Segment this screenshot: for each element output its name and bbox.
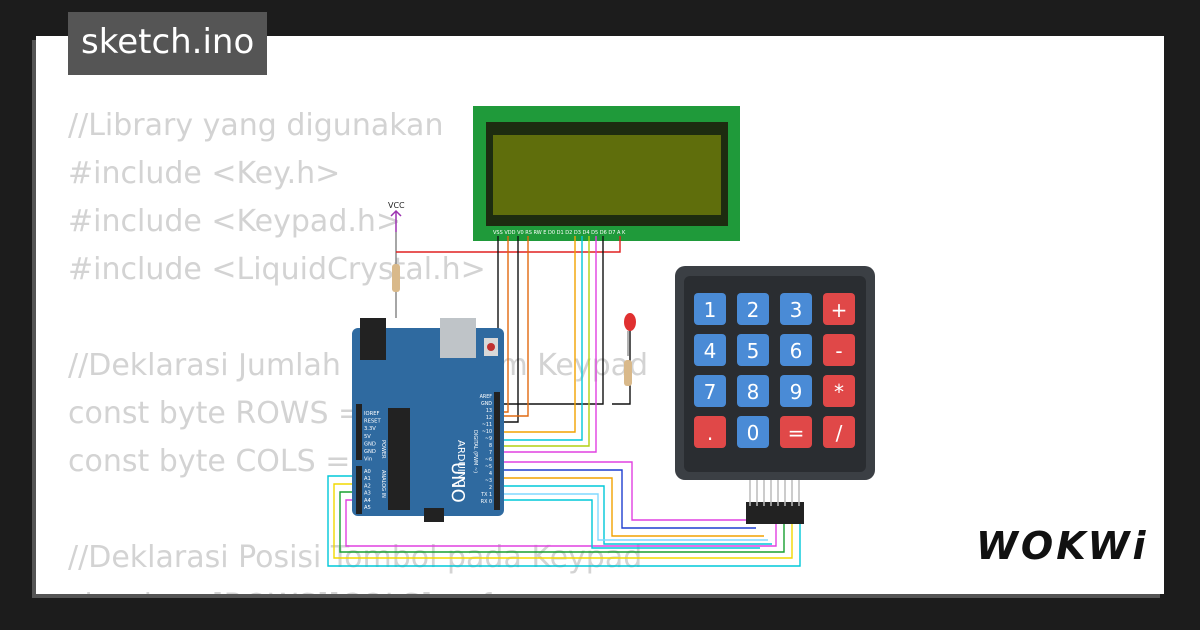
keypad-key-label: . — [707, 421, 713, 445]
vcc-label: VCC — [388, 201, 405, 210]
arduino-analog-pin-label: A4 — [364, 498, 372, 504]
led — [624, 313, 636, 386]
keypad-key: 6 — [780, 334, 812, 366]
arduino-pin-label: IOREF — [364, 411, 379, 417]
keypad-key-label: 5 — [747, 339, 760, 363]
keypad-key: / — [823, 416, 855, 448]
arduino-power-label: POWER — [380, 440, 386, 459]
atmega-chip — [388, 408, 410, 510]
arduino-analog-pin-label: A2 — [364, 483, 371, 489]
arduino-pin-label: Vin — [364, 457, 372, 463]
arduino-digital-pin-label: TX 1 — [480, 492, 492, 498]
keypad-key: 4 — [694, 334, 726, 366]
arduino-analog-pin-label: A5 — [364, 505, 371, 511]
keypad-key: 5 — [737, 334, 769, 366]
keypad-key-label: = — [788, 421, 805, 445]
keypad-key: . — [694, 416, 726, 448]
arduino-analog-pin-label: A3 — [364, 491, 371, 497]
keypad-key-label: 6 — [790, 339, 803, 363]
code-line: #include <Key.h> — [68, 156, 341, 191]
keypad-key-label: 7 — [704, 380, 717, 404]
arduino-pin-label: GND — [364, 441, 376, 447]
keypad-key-label: 1 — [704, 298, 717, 322]
keypad-key-label: 9 — [790, 380, 803, 404]
keypad-key-label: - — [835, 339, 842, 363]
arduino-digital-pin-label: 7 — [489, 450, 492, 456]
keypad-key-label: 4 — [704, 339, 717, 363]
arduino-analog-pin-label: A0 — [364, 469, 371, 475]
code-line: #include <Keypad.h> — [68, 204, 402, 239]
arduino-digital-pin-label: 2 — [489, 485, 492, 491]
keypad-key: - — [823, 334, 855, 366]
arduino-digital-pin-label: 13 — [486, 408, 492, 414]
keypad-connector — [746, 480, 804, 524]
keypad-key-label: * — [834, 380, 844, 404]
sketch-title-badge: sketch.ino — [68, 12, 268, 75]
arduino-digital-pin-label: ~3 — [485, 478, 492, 484]
code-line: //Library yang digunakan — [68, 108, 444, 143]
keypad-key-label: 8 — [747, 380, 760, 404]
wokwi-logo: WOKWi — [976, 524, 1149, 568]
arduino-model: UNO — [447, 462, 468, 503]
keypad-key-label: 2 — [747, 298, 760, 322]
arduino-digital-pin-label: ~10 — [482, 429, 492, 435]
arduino-digital-pin-label: GND — [481, 401, 492, 407]
arduino-pin-label: RESET — [364, 419, 381, 425]
lcd-screen — [493, 135, 721, 215]
keypad-key-label: 0 — [747, 421, 760, 445]
arduino-digital-pin-label: RX 0 — [481, 499, 492, 505]
keypad-key: 7 — [694, 375, 726, 407]
keypad-key-label: / — [836, 421, 843, 445]
keypad-key: 9 — [780, 375, 812, 407]
keypad-key: = — [780, 416, 812, 448]
arduino-uno: ARDUINO UNO DIGITAL (PWM ~) POWER ANALOG… — [352, 318, 504, 522]
lcd-pin-labels: VSS VDD V0 RS RW E D0 D1 D2 D3 D4 D5 D6 … — [493, 230, 626, 236]
lcd-display: VSS VDD V0 RS RW E D0 D1 D2 D3 D4 D5 D6 … — [473, 106, 740, 241]
arduino-digital-pin-label: ~5 — [485, 464, 492, 470]
arduino-digital-pin-label: ~9 — [485, 436, 492, 442]
arduino-digital-pin-label: 8 — [489, 443, 492, 449]
resistor-vcc — [392, 232, 400, 318]
arduino-digital-pin-label: 4 — [489, 471, 492, 477]
code-line: const byte ROWS = 4; — [68, 396, 402, 431]
keypad-key: 3 — [780, 293, 812, 325]
keypad-key: 1 — [694, 293, 726, 325]
arduino-analog-label: ANALOG IN — [380, 470, 386, 498]
keypad-key-label: + — [831, 298, 848, 322]
arduino-pin-label: 3.3V — [364, 426, 376, 432]
arduino-digital-pin-label: AREF — [480, 394, 493, 400]
vcc-symbol: VCC — [388, 201, 405, 232]
arduino-pin-label: 5V — [364, 434, 371, 440]
arduino-digital-label: DIGITAL (PWM ~) — [472, 430, 478, 473]
arduino-digital-pin-label: ~11 — [482, 422, 492, 428]
code-line: #include <LiquidCrystal.h> — [68, 252, 486, 287]
keypad-key-label: 3 — [790, 298, 803, 322]
keypad-key: 2 — [737, 293, 769, 325]
arduino-brand: ARDUINO — [455, 440, 466, 487]
keypad: 1 2 3 +4 5 6 - 7 8 9 *. 0 = / — [675, 266, 875, 524]
arduino-digital-pin-label: 12 — [486, 415, 492, 421]
arduino-pin-label: GND — [364, 449, 376, 455]
arduino-digital-pin-label: ~6 — [485, 457, 492, 463]
keypad-key: + — [823, 293, 855, 325]
keypad-key: 8 — [737, 375, 769, 407]
keypad-keys: 1 2 3 +4 5 6 - 7 8 9 *. 0 = / — [694, 293, 855, 448]
code-line: char keys[ROWS][COLS] = { — [68, 582, 648, 594]
keypad-key: 0 — [737, 416, 769, 448]
keypad-key: * — [823, 375, 855, 407]
arduino-analog-pin-label: A1 — [364, 476, 371, 482]
